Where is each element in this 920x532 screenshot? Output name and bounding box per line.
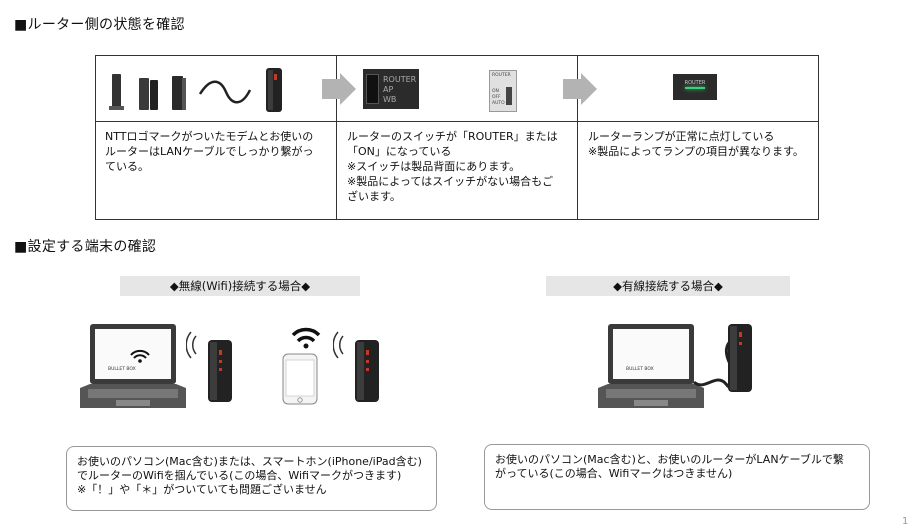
- router-check-table: ROUTER AP WB ROUTER ON OFF AUTO ROUTER N…: [95, 55, 819, 220]
- wired-note: お使いのパソコン(Mac含む)と、お使いのルーターがLANケーブルで繋 がってい…: [484, 444, 870, 510]
- wireless-case-label: ◆無線(Wifi)接続する場合◆: [120, 276, 360, 296]
- lan-cable-router-image: [690, 318, 770, 412]
- laptop-wifi-image: [78, 318, 188, 413]
- router-switch-image: ROUTER AP WB ROUTER ON OFF AUTO: [337, 56, 577, 121]
- switch-panel-small: ROUTER ON OFF AUTO: [489, 70, 517, 112]
- wifi-router-image: [332, 326, 393, 410]
- switch-small-slider: [506, 87, 512, 105]
- page-number: 1: [902, 516, 909, 527]
- step1-text: NTTロゴマークがついたモデムとお使いの ルーターはLANケーブルでしっかり繋が…: [105, 130, 314, 173]
- smartphone-image: [275, 322, 335, 410]
- wired-case-label: ◆有線接続する場合◆: [546, 276, 790, 296]
- lamp-panel: ROUTER: [673, 74, 717, 100]
- switch-small-off: OFF: [492, 95, 501, 100]
- arrow-right-icon: [563, 73, 597, 109]
- router-lamp-image: ROUTER: [578, 56, 818, 121]
- router-icon: [266, 68, 282, 112]
- switch-small-router: ROUTER: [492, 73, 511, 78]
- wireless-note: お使いのパソコン(Mac含む)または、スマートホン(iPhone/iPad含む)…: [66, 446, 437, 511]
- laptop-brand: BULLET BOX: [108, 367, 136, 372]
- lamp-light-icon: [685, 87, 705, 89]
- section-title-router: ■ルーター側の状態を確認: [14, 17, 185, 33]
- wifi-router-image: [185, 326, 246, 410]
- switch-small-auto: AUTO: [492, 101, 505, 106]
- table-divider: [336, 56, 337, 219]
- modem-router-image: [96, 56, 336, 121]
- modem-icon: [109, 74, 186, 110]
- table-divider: [96, 121, 818, 122]
- switch-label-wb: WB: [383, 95, 397, 104]
- laptop-wired-image: [596, 318, 706, 413]
- cable-wave: [198, 80, 252, 104]
- switch-label-ap: AP: [383, 85, 394, 94]
- switch-slider: [366, 74, 379, 104]
- step2-text: ルーターのスイッチが「ROUTER」または 「ON」になっている ※スイッチは製…: [347, 130, 558, 203]
- switch-panel-large: ROUTER AP WB: [363, 69, 419, 109]
- table-divider: [577, 56, 578, 219]
- switch-label-router: ROUTER: [383, 75, 417, 84]
- switch-small-on: ON: [492, 89, 499, 94]
- arrow-right-icon: [322, 73, 356, 109]
- step3-text: ルーターランプが正常に点灯している ※製品によってランプの項目が異なります。: [588, 130, 804, 158]
- section-title-device: ■設定する端末の確認: [14, 239, 157, 255]
- lamp-label: ROUTER: [684, 80, 706, 86]
- laptop-brand: BULLET BOX: [626, 367, 654, 372]
